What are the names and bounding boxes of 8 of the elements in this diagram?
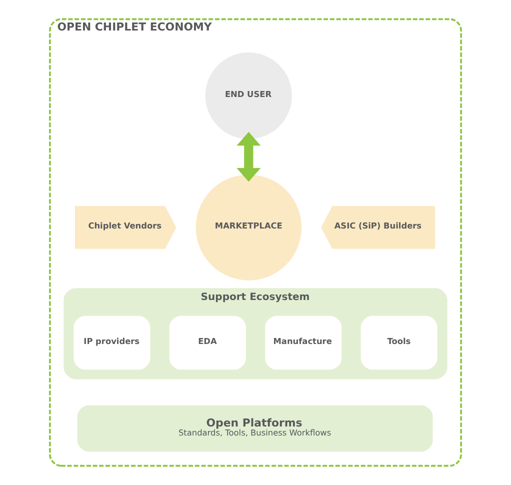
node-box: EDA: [169, 316, 246, 370]
node-box: Manufacture: [265, 316, 342, 370]
node-box: IP providers: [74, 316, 150, 370]
node-box: Tools: [360, 316, 438, 370]
node-circle: END USER: [205, 52, 292, 140]
arrow: [236, 132, 261, 182]
node-circle: MARKETPLACE: [196, 174, 302, 280]
node-box: Open Platforms Standards, Tools, Business Workflows: [77, 405, 433, 452]
